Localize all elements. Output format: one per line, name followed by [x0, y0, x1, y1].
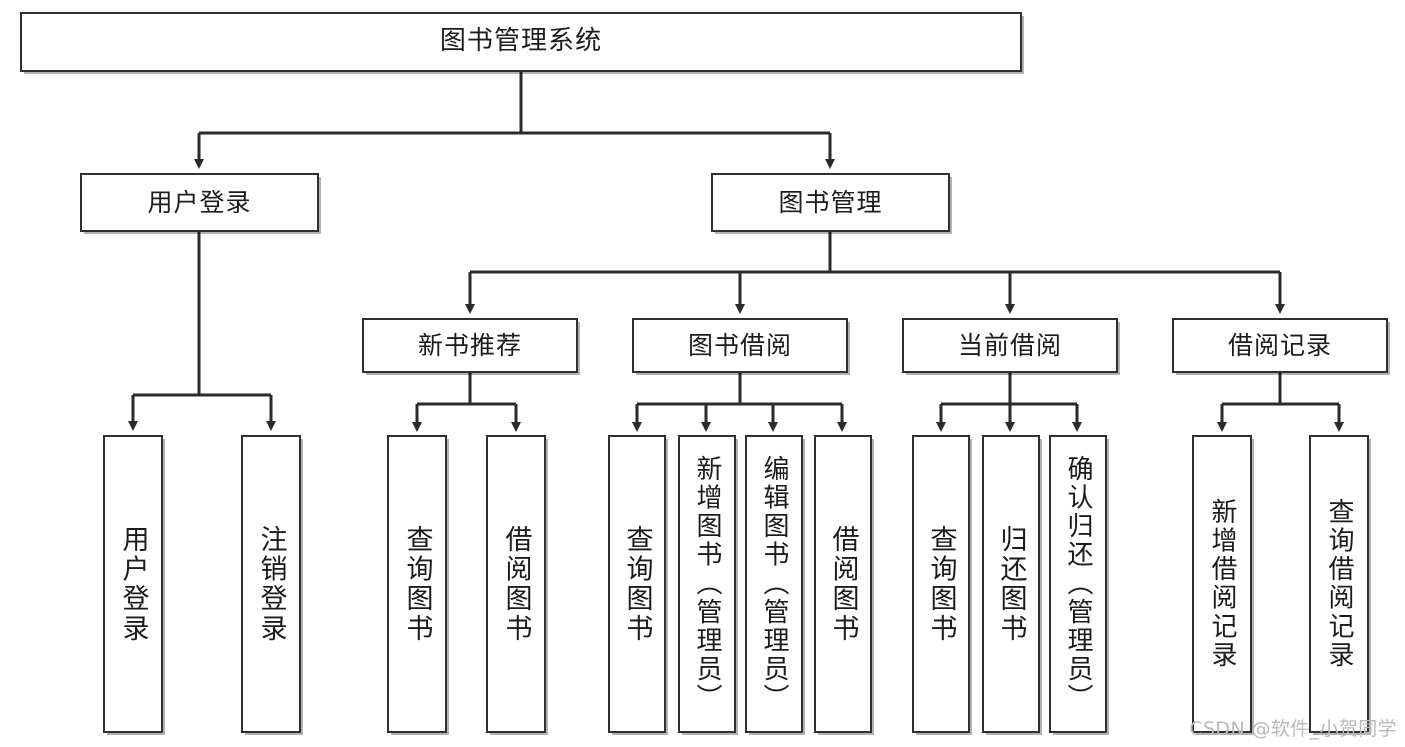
leaf-query-book-current[interactable]: 查询图书: [912, 435, 970, 733]
leaf-query-book-borrow[interactable]: 查询图书: [608, 435, 666, 733]
node-user-login[interactable]: 用户登录: [80, 173, 319, 232]
node-label: 借阅图书: [827, 524, 859, 644]
leaf-query-book-recommend[interactable]: 查询图书: [387, 435, 447, 733]
node-label: 确认归还（管理员）: [1063, 455, 1093, 713]
node-label: 新增图书（管理员）: [692, 455, 722, 713]
leaf-add-borrow-record[interactable]: 新增借阅记录: [1192, 435, 1252, 733]
node-label: 当前借阅: [957, 330, 1062, 360]
node-current-borrow[interactable]: 当前借阅: [902, 318, 1118, 373]
node-label: 图书管理: [778, 187, 883, 217]
csdn-watermark: CSDN @软件_小贺同学: [1189, 718, 1397, 740]
leaf-query-borrow-record[interactable]: 查询借阅记录: [1309, 435, 1369, 733]
leaf-return-book[interactable]: 归还图书: [982, 435, 1040, 733]
node-label: 查询图书: [621, 524, 653, 644]
node-label: 归还图书: [995, 524, 1027, 644]
node-label: 编辑图书（管理员）: [759, 455, 789, 713]
node-label: 查询图书: [401, 524, 433, 644]
node-book-borrow[interactable]: 图书借阅: [632, 318, 848, 373]
node-label: 借阅图书: [500, 524, 532, 644]
node-label: 图书借阅: [687, 330, 792, 360]
node-label: 新书推荐: [417, 330, 522, 360]
node-label: 注销登录: [255, 524, 287, 644]
node-root-system[interactable]: 图书管理系统: [20, 12, 1022, 72]
node-label: 借阅记录: [1227, 330, 1332, 360]
node-borrow-record[interactable]: 借阅记录: [1172, 318, 1388, 373]
leaf-borrow-book[interactable]: 借阅图书: [814, 435, 872, 733]
node-label: 用户登录: [147, 187, 252, 217]
leaf-confirm-return-admin[interactable]: 确认归还（管理员）: [1049, 435, 1107, 733]
leaf-borrow-book-recommend[interactable]: 借阅图书: [486, 435, 546, 733]
node-label: 查询图书: [925, 524, 957, 644]
node-label: 查询借阅记录: [1324, 498, 1354, 670]
node-label: 用户登录: [117, 524, 149, 644]
leaf-edit-book-admin[interactable]: 编辑图书（管理员）: [745, 435, 803, 733]
leaf-user-logout[interactable]: 注销登录: [241, 435, 301, 733]
node-label: 新增借阅记录: [1207, 498, 1237, 670]
leaf-user-login[interactable]: 用户登录: [103, 435, 163, 733]
node-label: 图书管理系统: [439, 26, 603, 57]
leaf-add-book-admin[interactable]: 新增图书（管理员）: [678, 435, 736, 733]
node-new-book-recommend[interactable]: 新书推荐: [362, 318, 578, 373]
node-book-management[interactable]: 图书管理: [711, 173, 950, 232]
